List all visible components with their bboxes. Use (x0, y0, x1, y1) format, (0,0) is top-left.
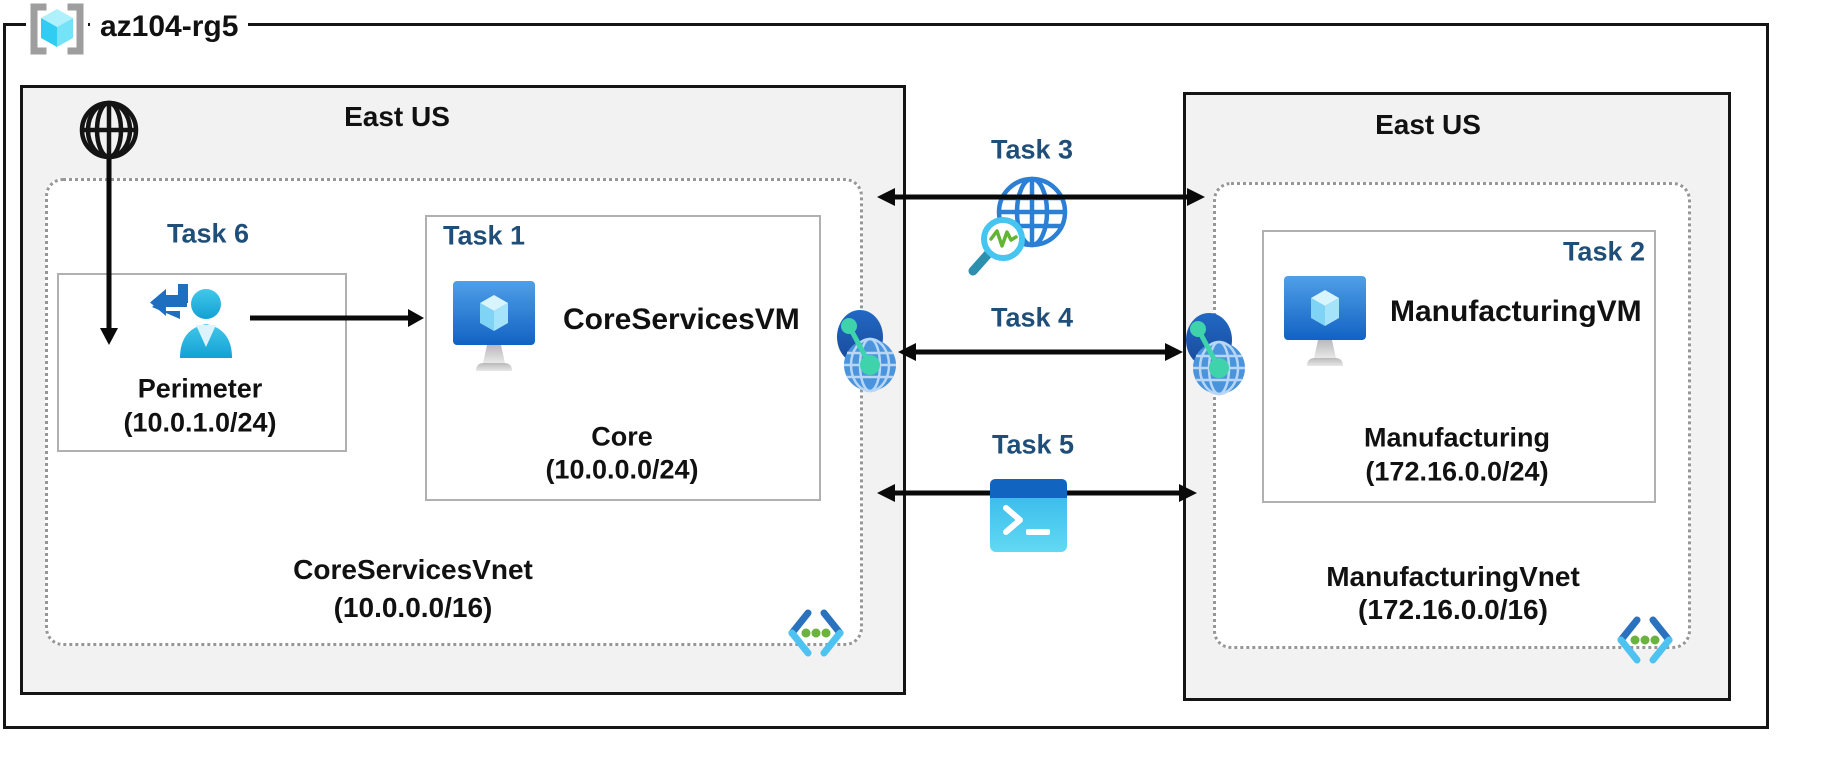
perimeter-subnet-name: Perimeter (137, 373, 263, 404)
right-region-location: East US (1375, 109, 1481, 140)
task2-box (1262, 230, 1656, 503)
manufacturing-vnet-name: ManufacturingVnet (1326, 561, 1580, 592)
perimeter-subnet-cidr: (10.0.1.0/24) (123, 407, 277, 438)
subnet-icon-left (788, 609, 844, 657)
cloud-shell-icon (990, 479, 1067, 552)
resource-group-icon (26, 0, 88, 58)
manufacturing-subnet-cidr: (172.16.0.0/24) (1365, 456, 1549, 487)
vnet-peering-icon-right (1186, 313, 1245, 396)
manufacturing-vm-icon (1284, 276, 1366, 366)
manufacturing-vnet-cidr: (172.16.0.0/16) (1358, 594, 1548, 625)
core-services-vm-name: CoreServicesVM (563, 303, 800, 336)
core-services-vnet-name: CoreServicesVnet (293, 554, 533, 585)
core-subnet-name: Core (591, 421, 653, 452)
core-services-vm-icon (453, 281, 535, 371)
internet-globe-icon (79, 100, 139, 160)
manufacturing-vm-name: ManufacturingVM (1390, 295, 1642, 328)
left-region-location: East US (344, 101, 450, 132)
task3-label: Task 3 (990, 134, 1074, 165)
task2-label: Task 2 (1562, 236, 1645, 267)
manufacturing-subnet-name: Manufacturing (1364, 422, 1550, 453)
task6-label: Task 6 (166, 218, 250, 249)
core-subnet-cidr: (10.0.0.0/24) (545, 454, 699, 485)
task4-label: Task 4 (990, 302, 1074, 333)
subnet-icon-right (1617, 616, 1673, 664)
vnet-peering-icon-left (837, 310, 896, 393)
core-services-vnet-cidr: (10.0.0.0/16) (333, 592, 493, 623)
task5-label: Task 5 (991, 429, 1075, 460)
task1-label: Task 1 (443, 220, 526, 251)
resource-group-label: az104-rg5 (90, 5, 249, 49)
perimeter-entry-user-icon (150, 284, 232, 358)
